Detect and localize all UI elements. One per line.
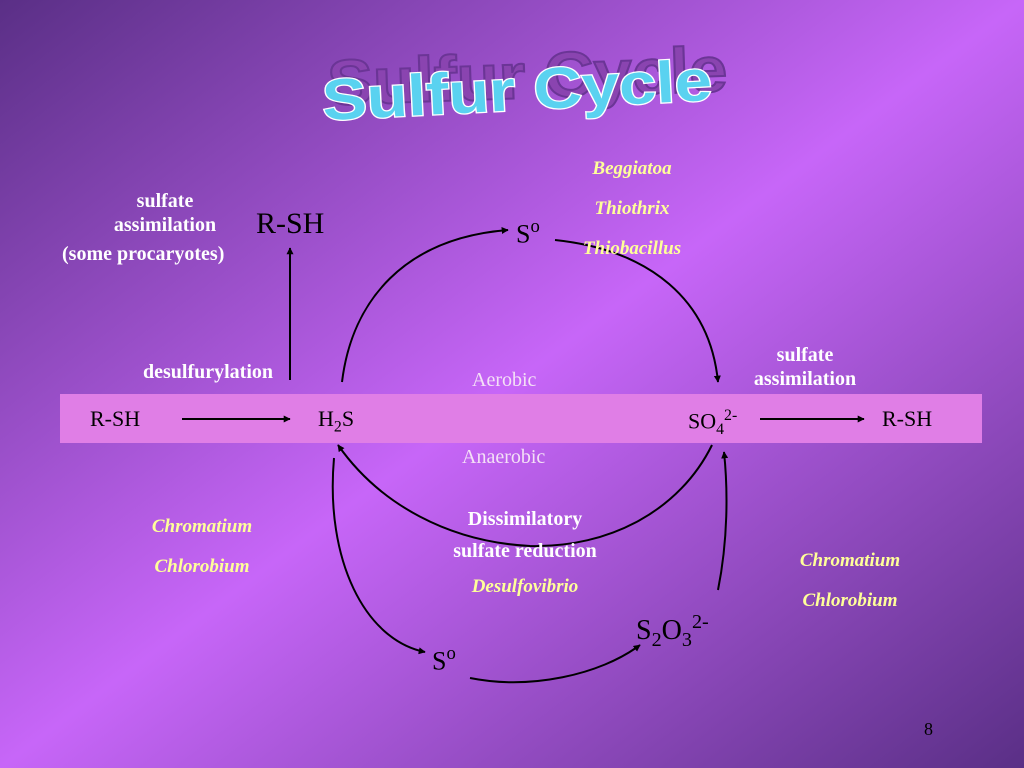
organism-chlorobium-right: Chlorobium — [802, 590, 898, 611]
desulfurylation-label: desulfurylation — [143, 361, 274, 383]
arrow-s0-top-to-so4 — [554, 239, 721, 383]
compound-rsh-left: R-SH — [90, 406, 141, 431]
compound-rsh-top: R-SH — [256, 207, 325, 240]
page-number: 8 — [924, 719, 933, 739]
arrow-h2s-to-s0-bottom — [331, 457, 426, 655]
compound-s0-top: So — [516, 216, 540, 249]
organism-beggiatoa: Beggiatoa — [592, 158, 672, 179]
arrow-s0-bottom-to-s2o3 — [469, 644, 641, 684]
sulfate-assimilation-label-right: sulfate assimilation — [753, 344, 857, 390]
organism-thiothrix: Thiothrix — [594, 198, 670, 219]
compound-s0-bottom: So — [432, 643, 456, 676]
organism-chromatium-right: Chromatium — [799, 550, 901, 571]
arrow-so4-to-h2s — [337, 444, 713, 548]
arrow-h2s-to-s0-top — [341, 227, 509, 383]
title-shadow: Sulfur Cycle — [326, 33, 728, 119]
arrow-s2o3-to-so4 — [717, 451, 729, 591]
sulfate-reduction-label: sulfate reduction — [453, 540, 597, 562]
dissimilatory-label: Dissimilatory — [467, 508, 583, 530]
organism-chromatium-left: Chromatium — [151, 516, 253, 537]
sulfate-assimilation-label-left: sulfate assimilation — [113, 190, 217, 236]
compound-rsh-right: R-SH — [882, 406, 933, 431]
organism-desulfovibrio: Desulfovibrio — [471, 576, 579, 597]
aerobic-label: Aerobic — [472, 369, 537, 391]
organism-thiobacillus: Thiobacillus — [582, 238, 682, 259]
some-procaryotes-label: (some procaryotes) — [62, 243, 225, 265]
compound-h2s: H2S — [318, 406, 355, 436]
title: Sulfur Cycle Sulfur Cycle — [319, 32, 729, 134]
organism-chlorobium-left: Chlorobium — [154, 556, 250, 577]
compound-so4: SO42- — [688, 407, 738, 439]
anaerobic-label: Anaerobic — [462, 446, 546, 468]
compound-s2o3: S2O32- — [636, 611, 709, 652]
